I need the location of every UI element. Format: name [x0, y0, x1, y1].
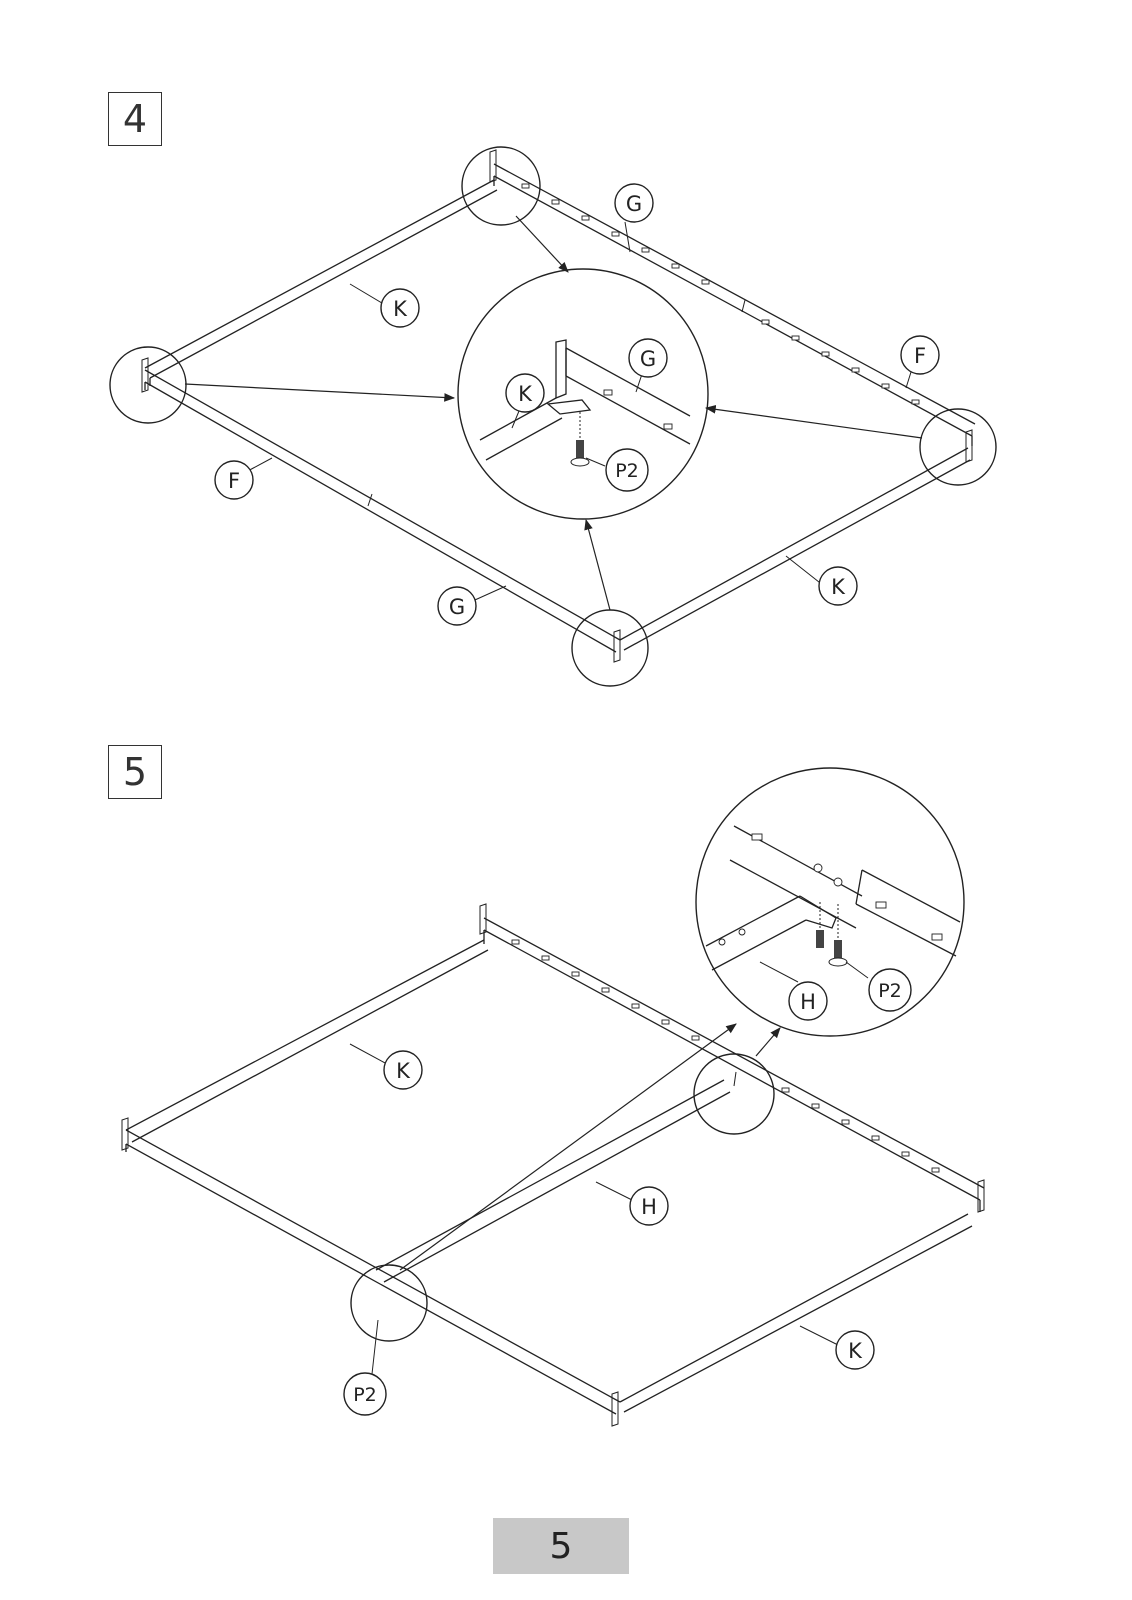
label-f-left: F: [215, 461, 253, 499]
svg-text:G: G: [626, 192, 642, 216]
label-f-right: F: [901, 336, 939, 374]
svg-text:P2: P2: [615, 460, 639, 482]
step-4-frame: G K F F G K G: [110, 147, 996, 686]
svg-text:H: H: [800, 990, 816, 1014]
svg-text:P2: P2: [878, 980, 902, 1002]
label-detail-h: H: [789, 982, 827, 1020]
label-k-bottom: K: [836, 1331, 874, 1369]
page-number: 5: [493, 1518, 629, 1574]
svg-text:F: F: [228, 469, 240, 493]
label-k-right: K: [819, 567, 857, 605]
label-detail-p2: P2: [606, 449, 648, 491]
label-g-top: G: [615, 184, 653, 222]
detail-view-step4: [458, 269, 708, 519]
svg-text:P2: P2: [353, 1384, 377, 1406]
detail-view-step5: [696, 768, 964, 1036]
rear-rail-holes: [522, 184, 919, 404]
label-p2-bottom: P2: [344, 1373, 386, 1415]
label-detail-g: G: [629, 339, 667, 377]
svg-text:F: F: [914, 344, 926, 368]
label-detail-p2-step5: P2: [869, 969, 911, 1011]
label-k-left: K: [381, 289, 419, 327]
label-detail-k: K: [506, 374, 544, 412]
svg-text:K: K: [396, 1059, 411, 1083]
svg-text:K: K: [848, 1339, 863, 1363]
label-k-top: K: [384, 1051, 422, 1089]
svg-text:K: K: [831, 575, 846, 599]
detail-bracket-step5: [706, 826, 960, 970]
step-5-frame: K H K P2 H P2: [122, 768, 984, 1426]
label-g-bottom: G: [438, 587, 476, 625]
svg-text:H: H: [641, 1195, 657, 1219]
svg-text:G: G: [449, 595, 465, 619]
label-h-center: H: [630, 1187, 668, 1225]
svg-text:G: G: [640, 347, 656, 371]
svg-text:K: K: [393, 297, 408, 321]
detail-circle-rear-right: [920, 409, 996, 485]
svg-text:K: K: [518, 382, 533, 406]
